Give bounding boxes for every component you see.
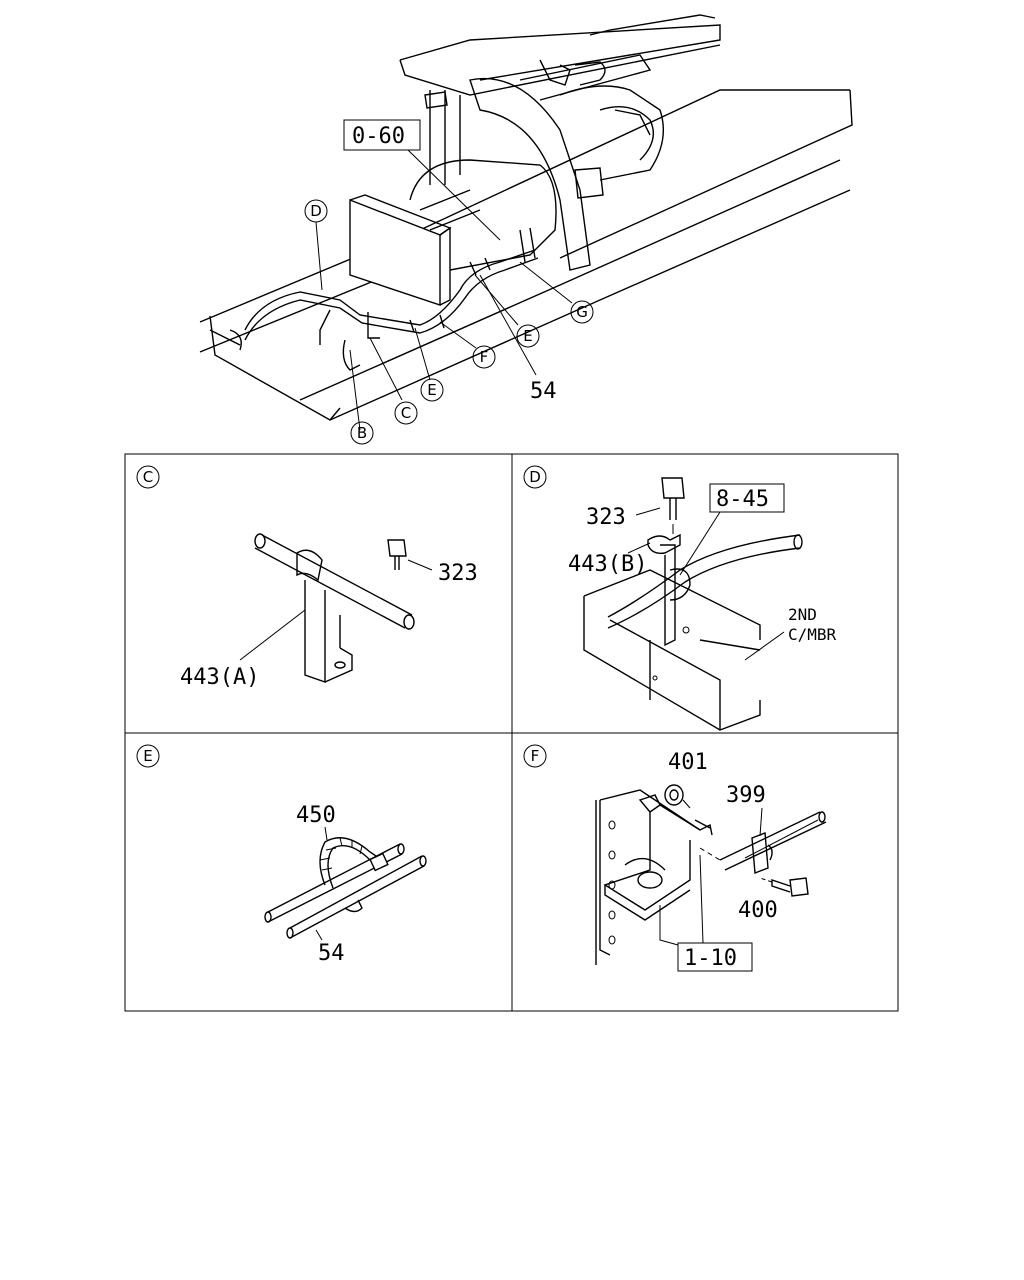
panel-f-key: F [523,744,547,768]
part-54-label: 54 [530,379,557,404]
svg-text:C: C [401,404,411,422]
svg-text:E: E [523,327,532,345]
panel-d-bolt-label: 323 [586,505,626,530]
callout-f[interactable]: F [472,345,496,369]
svg-text:F: F [480,348,489,366]
ref-box-8-45-text: 8-45 [716,487,769,512]
callout-c[interactable]: C [394,401,418,425]
panel-f: F 401 399 [523,744,827,972]
detail-grid [124,453,899,1012]
panel-d-key: D [523,465,547,489]
callout-d[interactable]: D [304,199,328,223]
panel-d: D 323 443(B) 8-45 2ND C/MB [523,465,837,731]
ref-box-1-10[interactable]: 1-10 [677,942,753,972]
ref-box-8-45[interactable]: 8-45 [709,483,785,513]
panel-e-harness-label: 54 [318,941,345,966]
ref-box-text: 0-60 [352,124,405,149]
chassis-overview [199,14,853,431]
panel-e-key: E [136,744,160,768]
svg-text:E: E [427,381,436,399]
panel-e: E 450 54 [136,744,427,966]
panel-d-clip-label: 443(B) [568,552,647,577]
svg-text:E: E [143,747,152,765]
svg-text:D: D [529,468,541,486]
callout-b[interactable]: B [350,421,374,445]
svg-text:D: D [310,202,322,220]
panel-c: C 323 443(A) [136,465,478,690]
panel-c-clip-label: 443(A) [180,665,259,690]
panel-f-clip-label: 399 [726,783,766,808]
panel-f-nut-label: 401 [668,750,708,775]
svg-text:B: B [357,424,367,442]
panel-f-bolt-label: 400 [738,898,778,923]
svg-text:F: F [531,747,540,765]
panel-d-member-label-1: 2ND [788,605,817,624]
panel-d-member-label-2: C/MBR [788,625,837,644]
panel-c-key: C [136,465,160,489]
callout-g[interactable]: G [570,300,594,324]
panel-c-bolt-label: 323 [438,561,478,586]
panel-e-band-label: 450 [296,803,336,828]
callout-e-upper[interactable]: E [516,324,540,348]
ref-box-0-60[interactable]: 0-60 [343,119,421,151]
ref-box-1-10-text: 1-10 [684,946,737,971]
svg-text:G: G [576,303,588,321]
callout-e-lower[interactable]: E [420,378,444,402]
svg-text:C: C [143,468,153,486]
